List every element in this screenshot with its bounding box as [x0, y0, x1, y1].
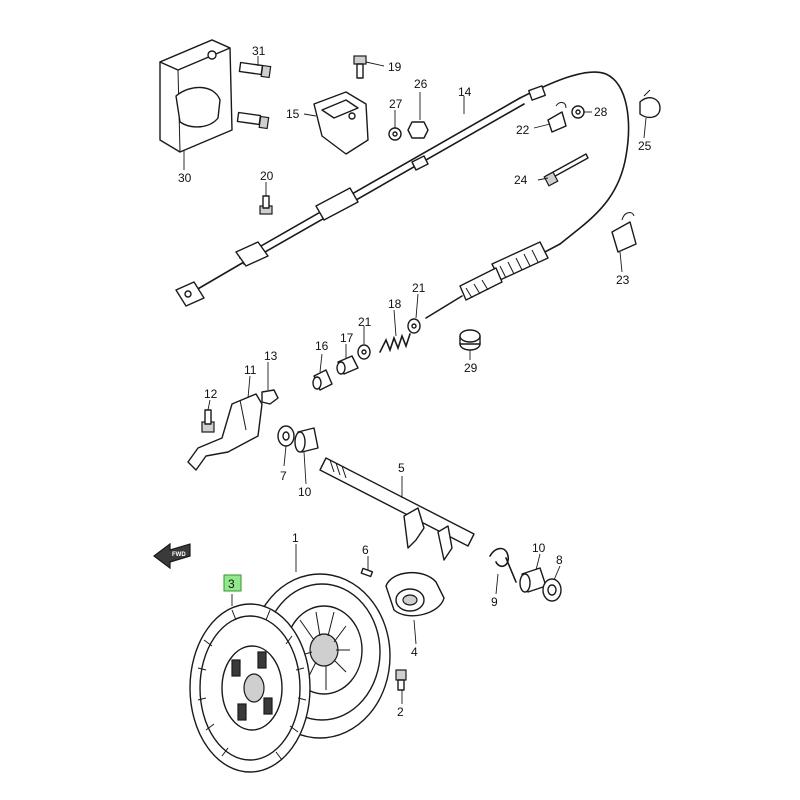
- callout-4[interactable]: 4: [411, 645, 418, 659]
- callout-1[interactable]: 1: [292, 531, 299, 545]
- part-5-release-shaft[interactable]: [319, 457, 475, 561]
- part-30-bracket[interactable]: [159, 39, 233, 153]
- part-31-bolts[interactable]: [236, 61, 272, 130]
- callout-20[interactable]: 20: [260, 169, 274, 183]
- callout-3-highlight: [223, 574, 242, 592]
- callout-27[interactable]: 27: [389, 97, 403, 111]
- callout-11[interactable]: 11: [244, 363, 257, 377]
- part-21-washer-b[interactable]: [357, 344, 371, 360]
- callout-10-upper[interactable]: 10: [298, 485, 312, 499]
- leader-lines: [183, 56, 647, 704]
- part-28-nut[interactable]: [571, 105, 585, 119]
- part-15-bracket[interactable]: [313, 91, 369, 155]
- part-10-bushing-a[interactable]: [294, 427, 319, 453]
- part-7-bushing[interactable]: [277, 425, 295, 447]
- part-3-clutch-disc[interactable]: [189, 603, 311, 773]
- part-4-release-bearing[interactable]: [385, 571, 445, 617]
- callout-2[interactable]: 2: [397, 705, 404, 719]
- callout-24[interactable]: 24: [514, 173, 528, 187]
- part-2-bolt[interactable]: [395, 669, 407, 691]
- callout-14[interactable]: 14: [458, 85, 472, 99]
- callout-21-lower[interactable]: 21: [358, 315, 372, 329]
- callout-5[interactable]: 5: [398, 461, 405, 475]
- callout-9[interactable]: 9: [491, 595, 498, 609]
- callout-3[interactable]: 3: [228, 577, 235, 591]
- part-20-bolt[interactable]: [259, 195, 273, 215]
- part-10-bushing-b[interactable]: [519, 567, 547, 593]
- part-8-seal[interactable]: [542, 578, 562, 602]
- callout-16[interactable]: 16: [315, 339, 329, 353]
- callout-8[interactable]: 8: [556, 553, 563, 567]
- forward-arrow-icon: FWD: [153, 542, 191, 570]
- part-12-bolt[interactable]: [201, 409, 215, 433]
- callout-17[interactable]: 17: [340, 331, 354, 345]
- callout-18[interactable]: 18: [388, 297, 402, 311]
- callout-7[interactable]: 7: [280, 469, 287, 483]
- part-11-release-lever[interactable]: [187, 393, 263, 471]
- part-26-nut[interactable]: [407, 121, 429, 139]
- callout-12[interactable]: 12: [204, 387, 218, 401]
- callout-25[interactable]: 25: [638, 139, 652, 153]
- forward-marker-text: FWD: [172, 552, 186, 558]
- callout-6[interactable]: 6: [362, 543, 369, 557]
- callout-30[interactable]: 30: [178, 171, 192, 185]
- callout-13[interactable]: 13: [264, 349, 278, 363]
- part-19-bolt[interactable]: [353, 55, 367, 79]
- part-24-tie-strap[interactable]: [543, 153, 589, 187]
- part-27-washer[interactable]: [388, 127, 402, 141]
- part-22-clip[interactable]: [547, 101, 567, 133]
- callout-10-lower[interactable]: 10: [532, 541, 546, 555]
- callout-labels: 31 19 26 27 14 15 22 28 25 30 20 24 23 2…: [178, 44, 652, 719]
- part-23-bracket[interactable]: [611, 212, 637, 253]
- part-16-bushing[interactable]: [312, 369, 333, 391]
- part-25-clamp[interactable]: [639, 89, 661, 119]
- part-17-bushing[interactable]: [336, 355, 359, 375]
- callout-26[interactable]: 26: [414, 77, 428, 91]
- callout-22[interactable]: 22: [516, 123, 530, 137]
- part-14-clutch-cable[interactable]: [175, 71, 630, 319]
- callout-21-upper[interactable]: 21: [412, 281, 426, 295]
- callout-31[interactable]: 31: [252, 44, 266, 58]
- callout-29[interactable]: 29: [464, 361, 478, 375]
- part-21-washer-a[interactable]: [407, 318, 421, 334]
- part-18-spring[interactable]: [379, 333, 411, 353]
- callout-28[interactable]: 28: [594, 105, 608, 119]
- part-6-key[interactable]: [360, 567, 374, 578]
- callout-23[interactable]: 23: [616, 273, 630, 287]
- part-29-bushing[interactable]: [459, 329, 481, 351]
- part-13-nut[interactable]: [261, 389, 279, 405]
- part-9-spring[interactable]: [489, 547, 517, 583]
- callout-15[interactable]: 15: [286, 107, 300, 121]
- callout-19[interactable]: 19: [388, 60, 402, 74]
